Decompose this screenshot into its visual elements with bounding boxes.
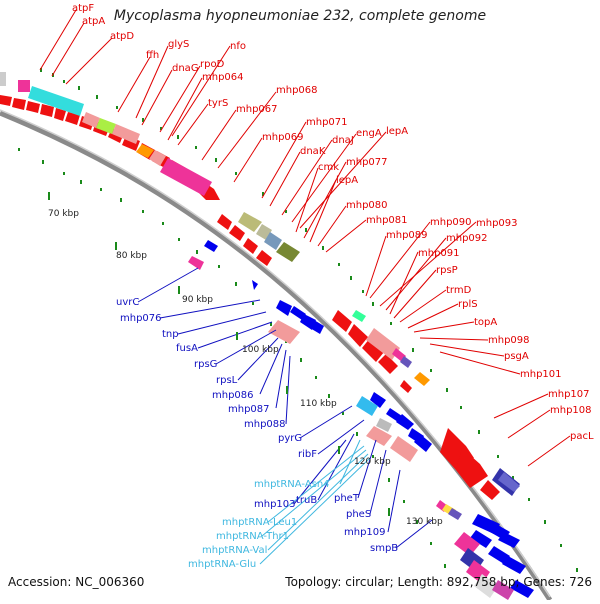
forward-gene-label-14: dnaK bbox=[300, 146, 326, 157]
reverse-gene-label-7: mhp087 bbox=[228, 404, 270, 415]
reverse-gene-label-3: fusA bbox=[176, 343, 198, 354]
kbp-label-5: 120 kbp bbox=[354, 457, 391, 467]
forward-gene-label-34: mhp101 bbox=[520, 369, 562, 380]
reverse-gene-label-4: rpsG bbox=[194, 359, 217, 370]
forward-gene-label-35: mhp107 bbox=[548, 389, 590, 400]
trna-gene-label-4: mhptRNA-Glu bbox=[188, 559, 256, 570]
forward-gene-label-27: mhp091 bbox=[418, 248, 460, 259]
forward-gene-label-26: mhp092 bbox=[446, 233, 488, 244]
forward-gene-label-10: mhp067 bbox=[236, 104, 278, 115]
reverse-gene-label-1: mhp076 bbox=[120, 313, 162, 324]
forward-gene-label-29: trmD bbox=[446, 285, 472, 296]
reverse-gene-label-14: pheS bbox=[346, 509, 371, 520]
forward-gene-label-1: atpA bbox=[82, 16, 105, 27]
accession-text: Accession: NC_006360 bbox=[8, 575, 145, 589]
reverse-gene-label-8: mhp088 bbox=[244, 419, 286, 430]
forward-gene-label-2: atpD bbox=[110, 31, 134, 42]
forward-gene-label-4: glyS bbox=[168, 39, 189, 50]
reverse-gene-label-16: smpB bbox=[370, 543, 398, 554]
forward-gene-label-23: mhp089 bbox=[386, 230, 428, 241]
forward-gene-label-19: mhp077 bbox=[346, 157, 388, 168]
reverse-gene-label-0: uvrC bbox=[116, 297, 139, 308]
forward-gene-label-25: mhp093 bbox=[476, 218, 518, 229]
reverse-strand-features bbox=[204, 240, 534, 598]
forward-gene-label-31: topA bbox=[474, 317, 497, 328]
forward-gene-label-33: psgA bbox=[504, 351, 529, 362]
forward-gene-label-37: pacL bbox=[570, 431, 594, 442]
map-title: Mycoplasma hyopneumoniae 232, complete g… bbox=[113, 8, 487, 24]
reverse-color-blocks bbox=[188, 256, 514, 600]
reverse-gene-label-12: mhp103 bbox=[254, 499, 296, 510]
kbp-label-1: 80 kbp bbox=[116, 251, 147, 261]
reverse-gene-label-11: truB bbox=[296, 495, 317, 506]
kbp-label-3: 100 kbp bbox=[242, 345, 279, 355]
trna-gene-labels: mhptRNA-Asn4 mhptRNA-Leu1 mhptRNA-Thr1 mhpt… bbox=[188, 479, 330, 570]
kbp-label-4: 110 kbp bbox=[300, 399, 337, 409]
forward-gene-label-24: mhp090 bbox=[430, 217, 472, 228]
forward-gene-label-8: mhp064 bbox=[202, 72, 244, 83]
forward-gene-label-22: mhp081 bbox=[366, 215, 408, 226]
inner-tick-track bbox=[18, 148, 446, 568]
forward-gene-label-9: tyrS bbox=[208, 98, 228, 109]
forward-gene-label-28: rpsP bbox=[436, 265, 458, 276]
label-connector-lines bbox=[39, 9, 571, 565]
forward-gene-label-12: mhp069 bbox=[262, 132, 304, 143]
reverse-gene-label-5: rpsL bbox=[216, 375, 238, 386]
kbp-label-0: 70 kbp bbox=[48, 209, 79, 219]
reverse-gene-label-15: mhp109 bbox=[344, 527, 386, 538]
forward-gene-label-21: mhp080 bbox=[346, 200, 388, 211]
reverse-gene-label-10: ribF bbox=[298, 449, 317, 460]
forward-gene-label-30: rplS bbox=[458, 299, 478, 310]
reverse-gene-label-9: pyrG bbox=[278, 433, 302, 444]
reverse-gene-label-13: pheT bbox=[334, 493, 360, 504]
forward-gene-label-20: lepA bbox=[336, 175, 358, 186]
forward-gene-label-32: mhp098 bbox=[488, 335, 530, 346]
forward-gene-label-6: rpoD bbox=[200, 59, 225, 70]
forward-gene-label-5: dnaG bbox=[172, 63, 199, 74]
forward-gene-label-18: cmk bbox=[318, 162, 339, 173]
outer-tick-track bbox=[40, 68, 578, 572]
kbp-labels: 70 kbp 80 kbp 90 kbp 100 kbp 110 kbp 120 kbp 1… bbox=[48, 209, 443, 527]
forward-color-blocks bbox=[0, 72, 520, 496]
forward-gene-label-0: atpF bbox=[72, 3, 94, 14]
reverse-gene-label-6: mhp086 bbox=[212, 390, 254, 401]
forward-gene-label-11: mhp068 bbox=[276, 85, 318, 96]
trna-gene-label-1: mhptRNA-Leu1 bbox=[222, 517, 297, 528]
kbp-ticks bbox=[48, 192, 390, 516]
topology-summary: Topology: circular; Length: 892,758 bp; … bbox=[285, 575, 592, 589]
forward-gene-label-36: mhp108 bbox=[550, 405, 592, 416]
forward-gene-label-17: lepA bbox=[386, 126, 408, 137]
forward-gene-label-16: engA bbox=[356, 128, 382, 139]
trna-gene-label-0: mhptRNA-Asn4 bbox=[254, 479, 330, 490]
trna-gene-label-3: mhptRNA-Val bbox=[202, 545, 267, 556]
forward-gene-label-7: nfo bbox=[230, 41, 246, 52]
forward-gene-label-15: dnaJ bbox=[332, 135, 354, 146]
reverse-gene-label-2: tnp bbox=[162, 329, 179, 340]
kbp-label-6: 130 kbp bbox=[406, 517, 443, 527]
forward-gene-label-3: ffh bbox=[146, 50, 159, 61]
kbp-label-2: 90 kbp bbox=[182, 295, 213, 305]
trna-gene-label-2: mhptRNA-Thr1 bbox=[216, 531, 289, 542]
forward-gene-label-13: mhp071 bbox=[306, 117, 348, 128]
